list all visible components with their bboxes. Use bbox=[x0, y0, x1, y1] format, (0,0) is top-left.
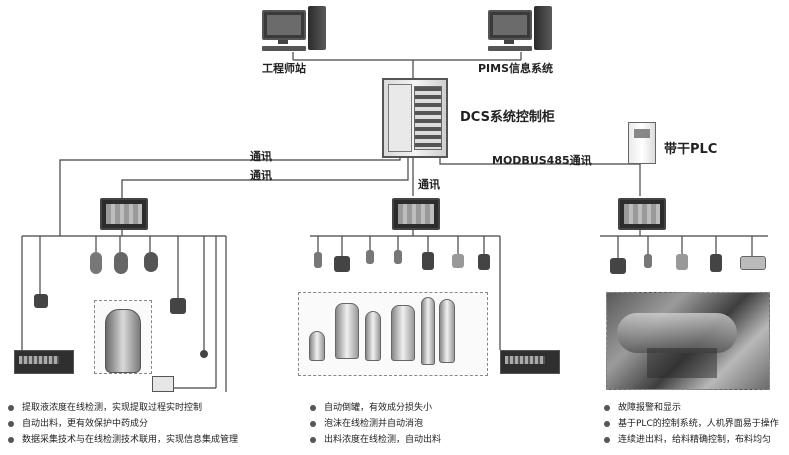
receiver-tank-icon bbox=[309, 331, 325, 361]
comm-label-3: 通讯 bbox=[418, 178, 440, 191]
valve-actuator-mid-icon bbox=[334, 256, 350, 272]
bullet-icon bbox=[310, 437, 316, 443]
flow-switch-icon bbox=[422, 252, 434, 270]
pressure-gauge-icon bbox=[90, 252, 102, 274]
hmi-panel-left-icon bbox=[100, 198, 148, 230]
list-item: 故障报警和显示 bbox=[604, 400, 779, 416]
recorder-middle-icon bbox=[500, 350, 560, 374]
controller-right-icon bbox=[740, 256, 766, 270]
bullet-icon bbox=[8, 437, 14, 443]
engineer-station-computer-icon bbox=[262, 6, 328, 54]
pressure-probe-icon bbox=[394, 250, 402, 264]
control-valve-icon bbox=[170, 298, 186, 314]
level-probe-icon bbox=[314, 252, 322, 268]
evaporator-1-icon bbox=[335, 303, 359, 359]
evaporator-2-icon bbox=[391, 305, 415, 361]
comm-label-1: 通讯 bbox=[250, 150, 272, 163]
valve-actuator-icon bbox=[34, 294, 48, 308]
sensor-icon bbox=[200, 350, 208, 358]
recorder-left-icon bbox=[14, 350, 74, 374]
list-item: 自动倒罐，有效成分损失小 bbox=[310, 400, 441, 416]
extraction-tank-icon bbox=[105, 309, 141, 373]
valve-right-icon bbox=[710, 254, 722, 272]
valve-mid-right-icon bbox=[478, 254, 490, 270]
dcs-cabinet-icon bbox=[382, 78, 448, 158]
evaporator-box bbox=[298, 292, 488, 376]
density-meter-icon bbox=[452, 254, 464, 268]
hmi-panel-middle-icon bbox=[392, 198, 440, 230]
feature-list-middle: 自动倒罐，有效成分损失小 泡沫在线检测并自动消泡 出料浓度在线检测，自动出料 bbox=[310, 400, 441, 448]
condenser-icon bbox=[421, 297, 435, 365]
column-icon bbox=[439, 299, 455, 363]
feature-list-right: 故障报警和显示 基于PLC的控制系统，人机界面易于操作 连续进出料，给料精确控制… bbox=[604, 400, 779, 448]
dryer-plc-label: 带干PLC bbox=[664, 142, 718, 157]
list-item: 连续进出料，给料精确控制，布料均匀 bbox=[604, 432, 779, 448]
feature-list-left: 提取液浓度在线检测，实现提取过程实时控制 自动出料，更有效保护中药成分 数据采集… bbox=[8, 400, 238, 448]
meter-right-icon bbox=[676, 254, 688, 270]
valve-actuator-right-icon bbox=[610, 258, 626, 274]
analyzer-box-icon bbox=[152, 376, 174, 392]
modbus-label: MODBUS485通讯 bbox=[492, 154, 592, 167]
comm-label-2: 通讯 bbox=[250, 169, 272, 182]
pims-computer-icon bbox=[488, 6, 554, 54]
bullet-icon bbox=[604, 421, 610, 427]
list-item: 泡沫在线检测并自动消泡 bbox=[310, 416, 441, 432]
list-item: 基于PLC的控制系统，人机界面易于操作 bbox=[604, 416, 779, 432]
dcs-cabinet-label: DCS系统控制柜 bbox=[460, 110, 555, 125]
hmi-panel-right-icon bbox=[618, 198, 666, 230]
bullet-icon bbox=[8, 405, 14, 411]
bullet-icon bbox=[310, 421, 316, 427]
bullet-icon bbox=[604, 405, 610, 411]
pims-label: PIMS信息系统 bbox=[478, 62, 554, 75]
list-item: 数据采集技术与在线检测技术联用，实现信息集成管理 bbox=[8, 432, 238, 448]
extraction-tank-box bbox=[94, 300, 152, 374]
list-item: 提取液浓度在线检测，实现提取过程实时控制 bbox=[8, 400, 238, 416]
separator-1-icon bbox=[365, 311, 381, 361]
dryer-plc-icon bbox=[628, 122, 656, 164]
flow-meter-icon bbox=[114, 252, 128, 274]
bullet-icon bbox=[310, 405, 316, 411]
temp-probe-icon bbox=[366, 250, 374, 264]
engineer-station-label: 工程师站 bbox=[262, 62, 306, 75]
list-item: 出料浓度在线检测，自动出料 bbox=[310, 432, 441, 448]
transmitter-icon bbox=[144, 252, 158, 272]
list-item: 自动出料，更有效保护中药成分 bbox=[8, 416, 238, 432]
bullet-icon bbox=[604, 437, 610, 443]
dryer-equipment-photo bbox=[606, 292, 770, 390]
probe-right-icon bbox=[644, 254, 652, 268]
bullet-icon bbox=[8, 421, 14, 427]
